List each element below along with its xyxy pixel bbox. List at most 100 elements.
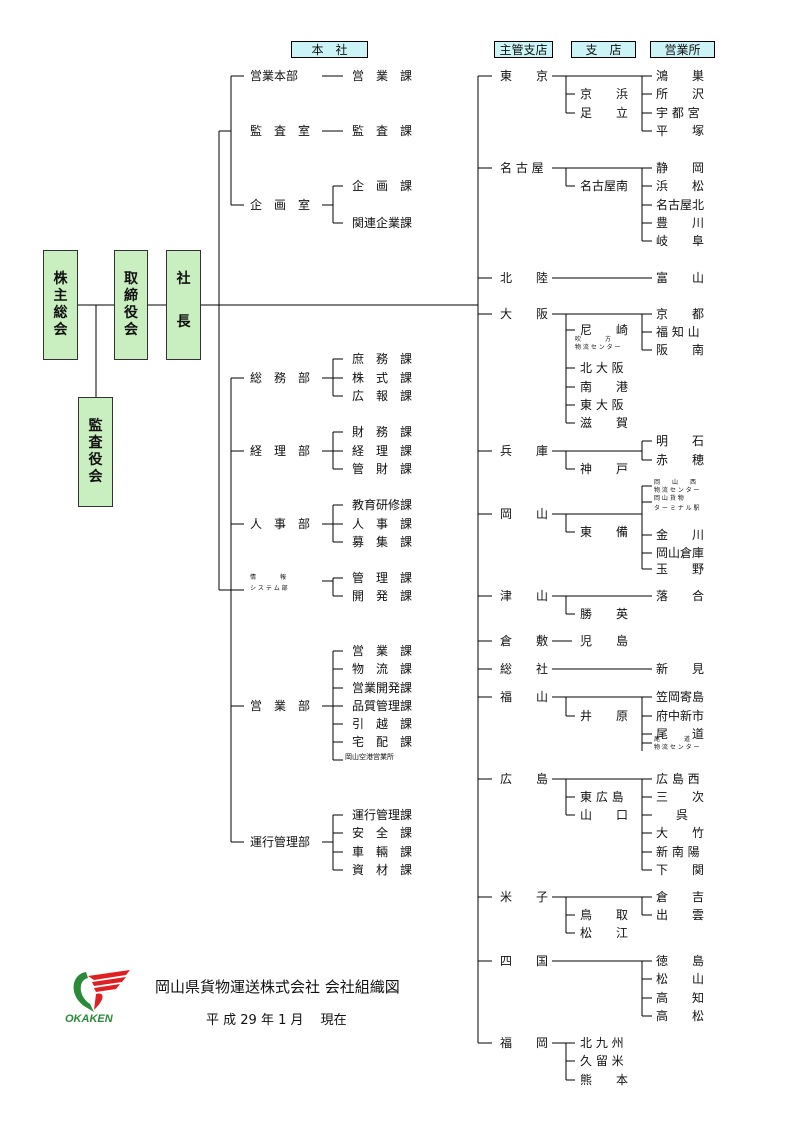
section-name: 運行管理課	[352, 808, 413, 822]
sales-office-name: 児 島	[580, 634, 629, 648]
branch-office-name: 滋 賀	[580, 416, 629, 430]
branch-office-name: 京 浜	[580, 87, 629, 101]
division-name: 営 業 部	[250, 699, 311, 713]
president-box: 社 長	[166, 250, 201, 360]
sales-office-name: 出 雲	[656, 908, 705, 922]
section-name: 人 事 課	[352, 517, 413, 531]
branch-office-name: 神 戸	[580, 462, 629, 476]
box-char: 監	[88, 418, 103, 434]
sales-office-name: 福 知 山	[656, 325, 700, 339]
branch-office-note: 吹 方	[575, 336, 612, 343]
branch-name: 大 阪	[500, 307, 549, 321]
section-name: 財 務 課	[352, 425, 413, 439]
section-name: 品質管理課	[352, 699, 413, 713]
branch-office-name: 鳥 取	[580, 908, 629, 922]
division-name: 総 務 部	[250, 371, 311, 385]
box-char: 会	[53, 322, 68, 338]
branch-office-name: 尼 崎	[580, 323, 629, 337]
section-name: 企 画 課	[352, 179, 413, 193]
sales-office-name: 落 合	[656, 589, 705, 603]
division-name: 監 査 室	[250, 124, 311, 138]
sales-office-name: 高 松	[656, 1009, 705, 1023]
sales-office-name: 倉 吉	[656, 890, 705, 904]
branch-office-name: 勝 英	[580, 607, 629, 621]
box-char: 社	[176, 271, 191, 287]
sales-office-name: 尾 道	[656, 727, 705, 741]
branch-office-name: 井 原	[580, 709, 629, 723]
branch-office-name: 東 大 阪	[580, 398, 624, 412]
division-name: 人 事 部	[250, 517, 311, 531]
sales-office-name: 新 見	[656, 662, 705, 676]
division-name: 経 理 部	[250, 444, 311, 458]
division-name: 営業本部	[250, 69, 299, 83]
sales-office-name: 熊 本	[580, 1073, 629, 1087]
box-char: 役	[88, 452, 103, 468]
sales-office-name: 京 都	[656, 307, 705, 321]
sales-office-name: 平 塚	[656, 124, 705, 138]
sales-office-name: 所 沢	[656, 87, 705, 101]
sales-office-name: 下 関	[656, 863, 705, 877]
section-name: 管 財 課	[352, 462, 413, 476]
sales-office-name: 府中新市	[656, 709, 705, 723]
okaken-logo: OKAKEN	[65, 970, 130, 1025]
audit-board-box: 監 査 役 会	[78, 397, 113, 507]
sales-office-name: 三 次	[656, 790, 705, 804]
section-name: 広 報 課	[352, 389, 413, 403]
sales-office-name: 名古屋北	[656, 198, 705, 212]
sales-office-name: 広 島 西	[656, 772, 700, 786]
section-name: 募 集 課	[352, 535, 413, 549]
chart-title: 岡山県貨物運送株式会社 会社組織図	[155, 978, 400, 996]
box-char: 長	[176, 314, 191, 330]
section-name: 教育研修課	[352, 498, 413, 512]
box-char: 役	[124, 305, 138, 321]
branch-name: 東 京	[500, 69, 549, 83]
sales-office-name: 岐 阜	[656, 234, 705, 248]
sales-office-note: タ ー ミ ナ ル 駅	[654, 505, 700, 512]
section-name: 引 越 課	[352, 717, 413, 731]
branch-name: 兵 庫	[500, 444, 549, 458]
box-char: 会	[88, 469, 103, 485]
section-name: 車 輛 課	[352, 845, 413, 859]
branch-office-note: 物 流 セ ン タ ー	[575, 344, 621, 351]
section-name: 経 理 課	[352, 444, 413, 458]
chart-date: 平 成 29 年 1 月 現在	[206, 1013, 347, 1028]
section-name: 庶 務 課	[352, 352, 413, 366]
section-name: 宅 配 課	[352, 735, 413, 749]
branch-name: 津 山	[500, 589, 549, 603]
section-name: 営業開発課	[352, 681, 413, 695]
branch-office-name: 北 大 阪	[580, 361, 624, 375]
section-name: 管 理 課	[352, 571, 413, 585]
division-name: 運行管理部	[250, 835, 311, 849]
sales-office-name: 玉 野	[656, 562, 705, 576]
header-eigyosho: 営業所	[650, 41, 715, 58]
section-name: 営 業 課	[352, 69, 413, 83]
branch-name: 岡 山	[500, 507, 549, 521]
sales-office-name: 明 石	[656, 434, 705, 448]
section-name: 営 業 課	[352, 644, 413, 658]
sales-office-name: 宇 都 宮	[656, 106, 700, 120]
division-name: 情 報	[250, 574, 287, 581]
sales-office-name: 北 九 州	[580, 1036, 624, 1050]
branch-name: 倉 敷	[500, 634, 549, 648]
sales-office-note: 岡 山 貨 物	[654, 495, 684, 502]
sales-office-name: 大 竹	[656, 826, 705, 840]
box-char: 締	[124, 288, 138, 304]
section-name: 監 査 課	[352, 124, 413, 138]
branch-office-name: 東 備	[580, 525, 629, 539]
sales-office-note: 物 流 セ ン タ ー	[654, 487, 700, 494]
header-honsha: 本 社	[291, 41, 368, 58]
section-name: 開 発 課	[352, 589, 413, 603]
branch-office-name: 山 口	[580, 808, 629, 822]
logo-text: OKAKEN	[65, 1013, 114, 1025]
sales-office-name: 金 川	[656, 528, 705, 542]
sales-office-name: 静 岡	[656, 161, 705, 175]
sales-office-name: 富 山	[656, 271, 705, 285]
division-name: シ ス テ ム 部	[250, 585, 288, 592]
sales-office-name: 鴻 巣	[656, 69, 705, 83]
sales-office-name: 新 南 陽	[656, 845, 700, 859]
box-char: 取	[124, 271, 138, 287]
branch-office-name: 松 江	[580, 926, 629, 940]
sales-office-name: 岡山倉庫	[656, 546, 705, 560]
section-name: 資 材 課	[352, 863, 413, 877]
